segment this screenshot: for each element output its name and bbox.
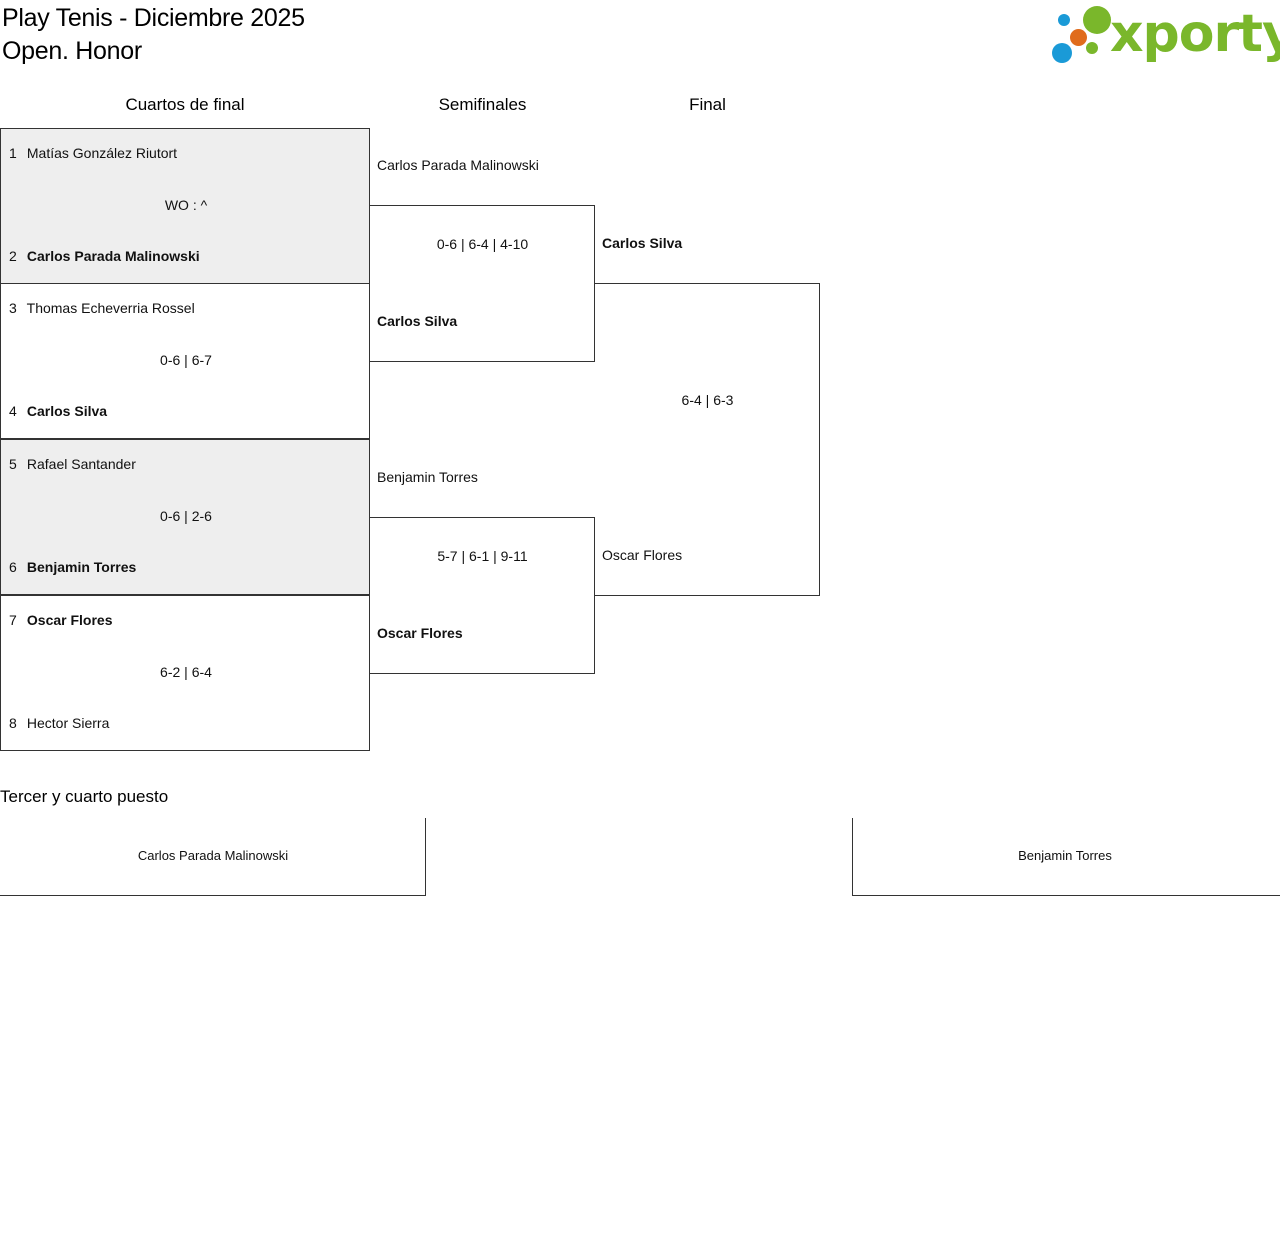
title-line-2: Open. Honor [2, 37, 142, 65]
xporty-logo: xporty [1050, 4, 1280, 68]
third-place-player-b: Benjamin Torres [1018, 848, 1112, 863]
player-name: Benjamin Torres [26, 559, 137, 575]
qf4-score: 6-2 | 6-4 [160, 664, 212, 680]
page-title: Play Tenis - Diciembre 2025 Open. Honor [2, 2, 305, 68]
sf1-score: 0-6 | 6-4 | 4-10 [436, 236, 529, 252]
seed: 6 [9, 559, 17, 575]
sf2-score: 5-7 | 6-1 | 9-11 [437, 548, 528, 564]
qf2-player-b: 4 Carlos Silva [9, 403, 107, 419]
qf-match-3[interactable]: 5 Rafael Santander 0-6 | 2-6 6 Benjamin … [0, 439, 370, 595]
logo-dot-blue-large [1052, 43, 1072, 63]
qf-match-1[interactable]: 1 Matías González Riutort WO : ^ 2 Carlo… [0, 128, 370, 284]
sf2-player-a: Benjamin Torres [377, 469, 478, 485]
logo-wordmark: xporty [1110, 4, 1280, 64]
third-place-slot-a[interactable] [0, 818, 426, 896]
qf3-score: 0-6 | 2-6 [160, 508, 212, 524]
sf1-player-b: Carlos Silva [377, 313, 458, 329]
third-place-title: Tercer y cuarto puesto [0, 787, 169, 806]
qf3-player-a: 5 Rafael Santander [9, 456, 136, 472]
qf-match-4[interactable]: 7 Oscar Flores 6-2 | 6-4 8 Hector Sierra [0, 595, 370, 751]
player-name: Hector Sierra [26, 715, 110, 731]
seed: 4 [9, 403, 17, 419]
qf4-player-b: 8 Hector Sierra [9, 715, 109, 731]
seed: 1 [9, 145, 17, 161]
qf1-player-a: 1 Matías González Riutort [9, 145, 177, 161]
qf-match-2[interactable]: 3 Thomas Echeverria Rossel 0-6 | 6-7 4 C… [0, 283, 370, 439]
player-name: Rafael Santander [26, 456, 136, 472]
final-player-a: Carlos Silva [602, 235, 683, 251]
final-match[interactable] [594, 283, 820, 596]
qf4-player-a: 7 Oscar Flores [9, 612, 113, 628]
qf2-score: 0-6 | 6-7 [160, 352, 212, 368]
player-name: Carlos Parada Malinowski [26, 248, 200, 264]
logo-dot-green-large [1083, 6, 1111, 34]
seed: 2 [9, 248, 17, 264]
logo-dot-blue-small [1058, 14, 1070, 26]
sf2-player-b: Oscar Flores [377, 625, 463, 641]
round-header-quarterfinals: Cuartos de final [125, 95, 245, 114]
seed: 7 [9, 612, 17, 628]
logo-dot-orange [1070, 29, 1087, 46]
qf1-score: WO : ^ [164, 197, 208, 213]
player-name: Matías González Riutort [26, 145, 178, 161]
seed: 5 [9, 456, 17, 472]
third-place-slot-b[interactable] [852, 818, 1280, 896]
round-header-semifinals: Semifinales [438, 95, 527, 114]
qf3-player-b: 6 Benjamin Torres [9, 559, 136, 575]
round-header-final: Final [689, 95, 726, 114]
player-name: Oscar Flores [26, 612, 113, 628]
sf-match-2[interactable] [369, 517, 595, 674]
sf1-player-a: Carlos Parada Malinowski [377, 157, 539, 173]
player-name: Carlos Silva [26, 403, 108, 419]
third-place-player-a: Carlos Parada Malinowski [137, 848, 289, 863]
qf1-player-b: 2 Carlos Parada Malinowski [9, 248, 200, 264]
final-score: 6-4 | 6-3 [681, 392, 734, 408]
qf2-player-a: 3 Thomas Echeverria Rossel [9, 300, 195, 316]
logo-dot-green-small [1086, 42, 1098, 54]
seed: 8 [9, 715, 17, 731]
seed: 3 [9, 300, 17, 316]
final-player-b: Oscar Flores [602, 547, 683, 563]
player-name: Thomas Echeverria Rossel [26, 300, 195, 316]
title-line-1: Play Tenis - Diciembre 2025 [2, 4, 305, 32]
sf-match-1[interactable] [369, 205, 595, 362]
